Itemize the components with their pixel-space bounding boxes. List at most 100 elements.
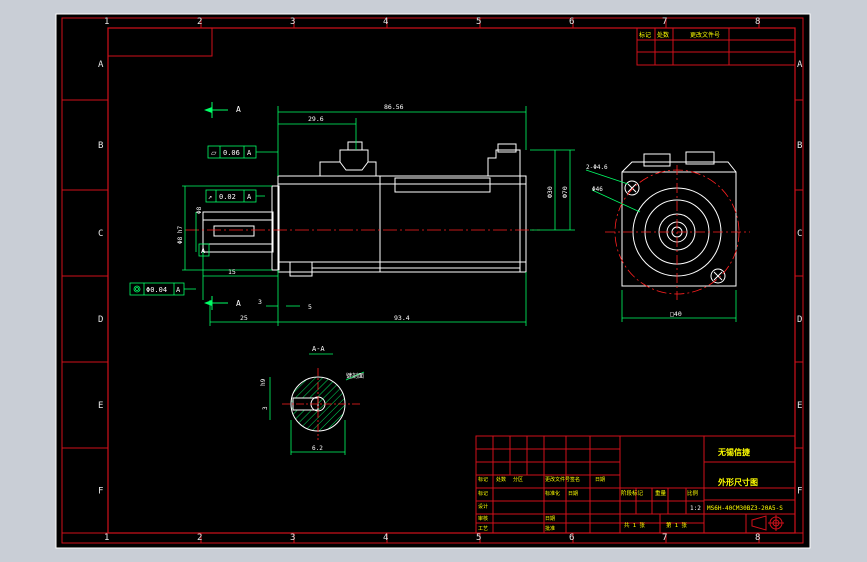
mid-cell-2: 批准 xyxy=(545,525,555,532)
scale-label: 比例 xyxy=(687,489,699,497)
mid-cell-1: 标准化 xyxy=(545,490,560,497)
zone-column-label: 6 xyxy=(569,17,574,27)
zone-row-label: C xyxy=(797,229,802,239)
mid-cell-date-1: 日期 xyxy=(545,516,555,522)
zone-column-label: 4 xyxy=(383,17,388,27)
zone-row-label: D xyxy=(797,315,802,325)
zone-column-label: 3 xyxy=(290,533,295,543)
motor-side-view xyxy=(202,141,527,277)
paper xyxy=(55,13,811,549)
connector-top-left xyxy=(643,153,671,167)
shaft-key xyxy=(213,225,255,237)
concentricity-datum: A xyxy=(176,286,181,294)
inner-frame xyxy=(107,27,796,534)
dim-pcd-label: Φ46 xyxy=(592,186,603,193)
zone-column-label: 6 xyxy=(569,533,574,543)
flatness-value: 0.06 xyxy=(223,149,240,157)
dim-square: □40 xyxy=(670,310,682,318)
connector-top-right xyxy=(685,151,715,165)
zone-column-label: 4 xyxy=(383,533,388,543)
drawing-name: 外形尺寸图 xyxy=(718,477,758,487)
zone-row-label: A xyxy=(98,60,104,70)
dim-shaft-total: 25 xyxy=(240,314,248,322)
weight-label: 重量 xyxy=(655,489,667,497)
motor-body xyxy=(277,175,527,273)
head-cell-2: 处数 xyxy=(496,476,506,483)
zone-row-label: E xyxy=(98,401,103,411)
mount-hole-tl xyxy=(624,180,640,196)
zone-column-label: 3 xyxy=(290,17,295,27)
outer-frame xyxy=(61,17,804,544)
head-cell-6: 日期 xyxy=(595,477,605,483)
mount-hole-br xyxy=(710,268,726,284)
zone-row-label: B xyxy=(797,141,802,151)
dim-height-a: Ф30 xyxy=(546,186,554,198)
dim-key-depth: 6.2 xyxy=(312,445,323,452)
zone-column-label: 2 xyxy=(197,17,202,27)
dim-height-b: Ф70 xyxy=(561,186,569,198)
zone-column-label: 5 xyxy=(476,17,481,27)
head-cell-5: 签名 xyxy=(570,476,580,483)
sheet-total: 共 1 张 xyxy=(624,521,645,529)
head-cell-3: 分区 xyxy=(513,476,523,483)
datum-a: A xyxy=(201,247,206,255)
zone-column-label: 7 xyxy=(662,533,667,543)
dim-key-w: 3 xyxy=(262,406,269,410)
zone-row-label: B xyxy=(98,141,103,151)
zone-column-label: 2 xyxy=(197,533,202,543)
section-a-a xyxy=(269,353,365,455)
runout-value: 0.02 xyxy=(219,193,236,201)
revision-block xyxy=(636,27,796,66)
title-block-grid xyxy=(475,435,796,534)
section-letter-bottom: A xyxy=(236,299,241,308)
row-label-3: 审核 xyxy=(478,515,488,522)
dim-hole-label: 2-Φ4.6 xyxy=(586,164,608,171)
flatness-symbol: ⏥ xyxy=(211,149,217,157)
top-left-box xyxy=(108,28,213,57)
zone-column-label: 1 xyxy=(104,17,109,27)
model-number: MS6H-40CM30BZ3-20A5-S xyxy=(707,505,783,512)
concentricity-value: Φ0.04 xyxy=(146,286,167,294)
row-label-2: 设计 xyxy=(478,503,488,510)
section-label: A-A xyxy=(312,345,325,353)
arrow-head-bottom xyxy=(204,300,212,306)
zone-column-label: 8 xyxy=(755,533,760,543)
mid-cell-date-2: 日期 xyxy=(568,491,578,497)
dim-overall-length: 86.56 xyxy=(384,103,404,111)
dim-spigot: 5 xyxy=(308,303,312,311)
stage-label: 阶段标记 xyxy=(621,489,644,497)
revision-cell-3: 更改文件号 xyxy=(690,31,720,39)
zone-row-label: A xyxy=(797,60,803,70)
dim-flange-dia: Φ8 xyxy=(196,206,203,214)
hatch-label: 键剖面 xyxy=(346,372,364,380)
dim-shaft-len: 15 xyxy=(228,268,236,276)
runout-datum: A xyxy=(247,193,252,201)
section-letter-top: A xyxy=(236,105,241,114)
arrow-head-top xyxy=(204,107,212,113)
flange xyxy=(271,185,280,271)
zone-row-label: F xyxy=(98,487,103,497)
scale-value: 1:2 xyxy=(690,505,701,512)
zone-row-label: D xyxy=(98,315,103,325)
zone-row-label: E xyxy=(797,401,802,411)
connector-right xyxy=(487,149,521,176)
dimensions-end xyxy=(585,169,737,322)
revision-cell-1: 标记 xyxy=(639,31,651,39)
title-block-text: 无锡信捷 外形尺寸图 MS6H-40CM30BZ3-20A5-S 阶段标记 重量… xyxy=(478,447,783,532)
runout-symbol: ↗ xyxy=(208,193,212,201)
dimensions-side xyxy=(129,106,575,326)
zone-row-label: F xyxy=(797,487,802,497)
revision-cell-2: 处数 xyxy=(657,31,669,39)
zone-column-label: 7 xyxy=(662,17,667,27)
zone-row-label: C xyxy=(98,229,103,239)
head-cell-1: 标记 xyxy=(478,476,488,483)
projection-symbol-icon xyxy=(751,515,784,531)
shaft xyxy=(202,211,274,253)
dim-flange-thk: 3 xyxy=(258,298,262,306)
dim-connector-offset: 29.6 xyxy=(308,115,324,123)
company-name: 无锡信捷 xyxy=(717,447,751,457)
dim-body-len: 93.4 xyxy=(394,314,410,322)
